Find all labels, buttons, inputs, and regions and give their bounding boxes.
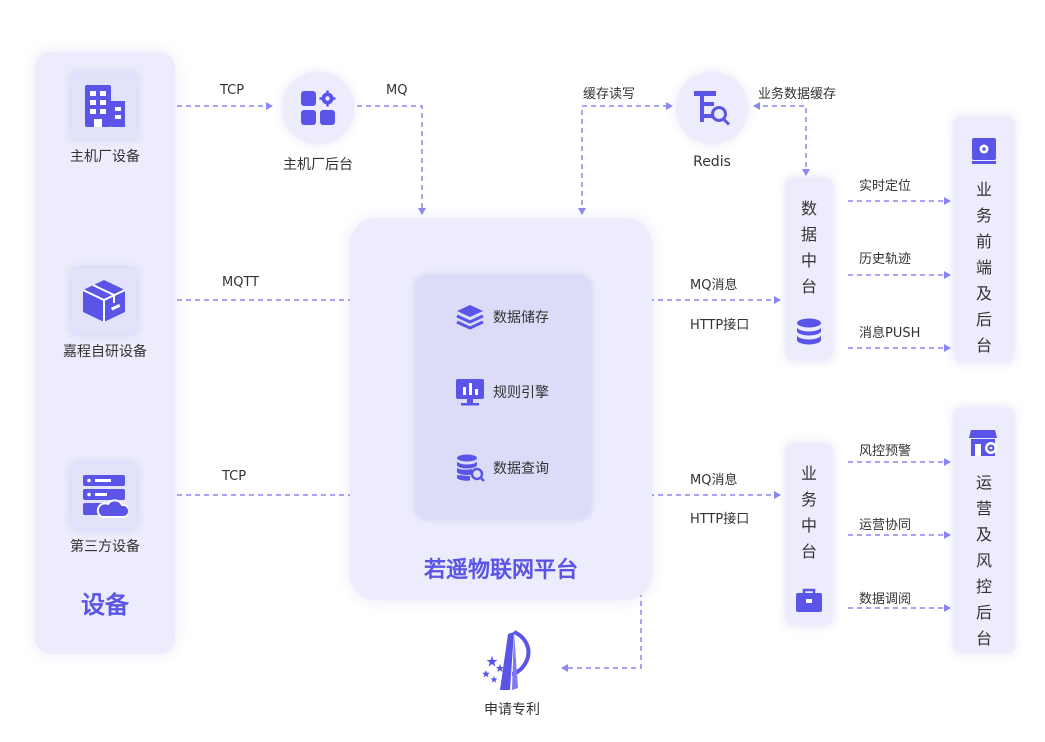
ops-backend-panel: 运 营 及 风 控 后 台 [954,408,1014,653]
database-icon [797,318,821,345]
dc-output-1: 实时定位 [859,179,912,194]
bc-output-1: 风控预警 [859,444,912,459]
biz-center-panel: 业 务 中 台 [786,443,832,625]
patent-logo-icon [482,630,531,690]
platform-title: 若遥物联网平台 [423,558,578,583]
store-gear-icon [969,430,997,456]
device-column [35,52,175,654]
apps-gear-icon [301,90,336,125]
arrow-mq-platform [357,105,426,215]
device-label-third: 第三方设备 [70,539,140,555]
device-column-title: 设备 [81,591,129,619]
upper-http-label: HTTP接口 [690,318,750,333]
oem-backend-node [282,72,354,144]
monitor-chart-icon [456,379,484,406]
mq-label: MQ [386,83,408,98]
protocol-label-mqtt: MQTT [222,275,260,290]
device-label-self: 嘉程自研设备 [63,344,147,360]
dc-output-2: 历史轨迹 [859,252,912,267]
layers-icon [456,305,484,330]
database-search-icon [457,454,485,482]
module-label: 数据查询 [493,461,549,477]
settings-doc-icon [972,138,996,164]
module-query: 数据查询 [455,453,549,483]
frontend-panel: 业 务 前 端 及 后 台 [954,117,1014,362]
device-label-oem: 主机厂设备 [70,149,140,165]
bc-output-3: 数据调阅 [859,592,912,607]
bc-output-2: 运营协同 [859,518,912,533]
building-icon [71,73,137,139]
biz-cache-label: 业务数据缓存 [758,87,837,102]
lower-http-label: HTTP接口 [690,512,750,527]
protocol-label-tcp-oem: TCP [220,83,245,98]
redis-search-icon [694,91,731,126]
module-label: 数据储存 [493,310,549,326]
frontend-title: 业 务 前 端 及 后 台 [975,180,992,355]
dc-output-3: 消息PUSH [859,326,921,341]
arrow-cache-rw [578,102,673,215]
module-rules: 规则引擎 [455,378,549,406]
protocol-label-tcp-third: TCP [222,469,247,484]
redis-node [676,72,748,144]
oem-backend-label: 主机厂后台 [283,157,353,173]
briefcase-icon [796,588,822,612]
platform-modules: 数据储存 规则引擎 数据查询 [415,275,591,519]
module-label: 规则引擎 [493,385,549,401]
redis-label: Redis [693,154,731,170]
server-cloud-icon [71,463,137,529]
box-icon [71,268,137,334]
ops-backend-title: 运 营 及 风 控 后 台 [975,473,992,648]
data-center-panel: 数 据 中 台 [786,178,832,360]
data-center-title: 数 据 中 台 [800,199,817,296]
module-storage: 数据储存 [455,303,549,331]
cache-rw-label: 缓存读写 [583,87,636,102]
upper-mq-label: MQ消息 [690,278,738,293]
lower-mq-label: MQ消息 [690,473,738,488]
biz-center-title: 业 务 中 台 [800,464,817,561]
patent-label: 申请专利 [484,702,540,718]
